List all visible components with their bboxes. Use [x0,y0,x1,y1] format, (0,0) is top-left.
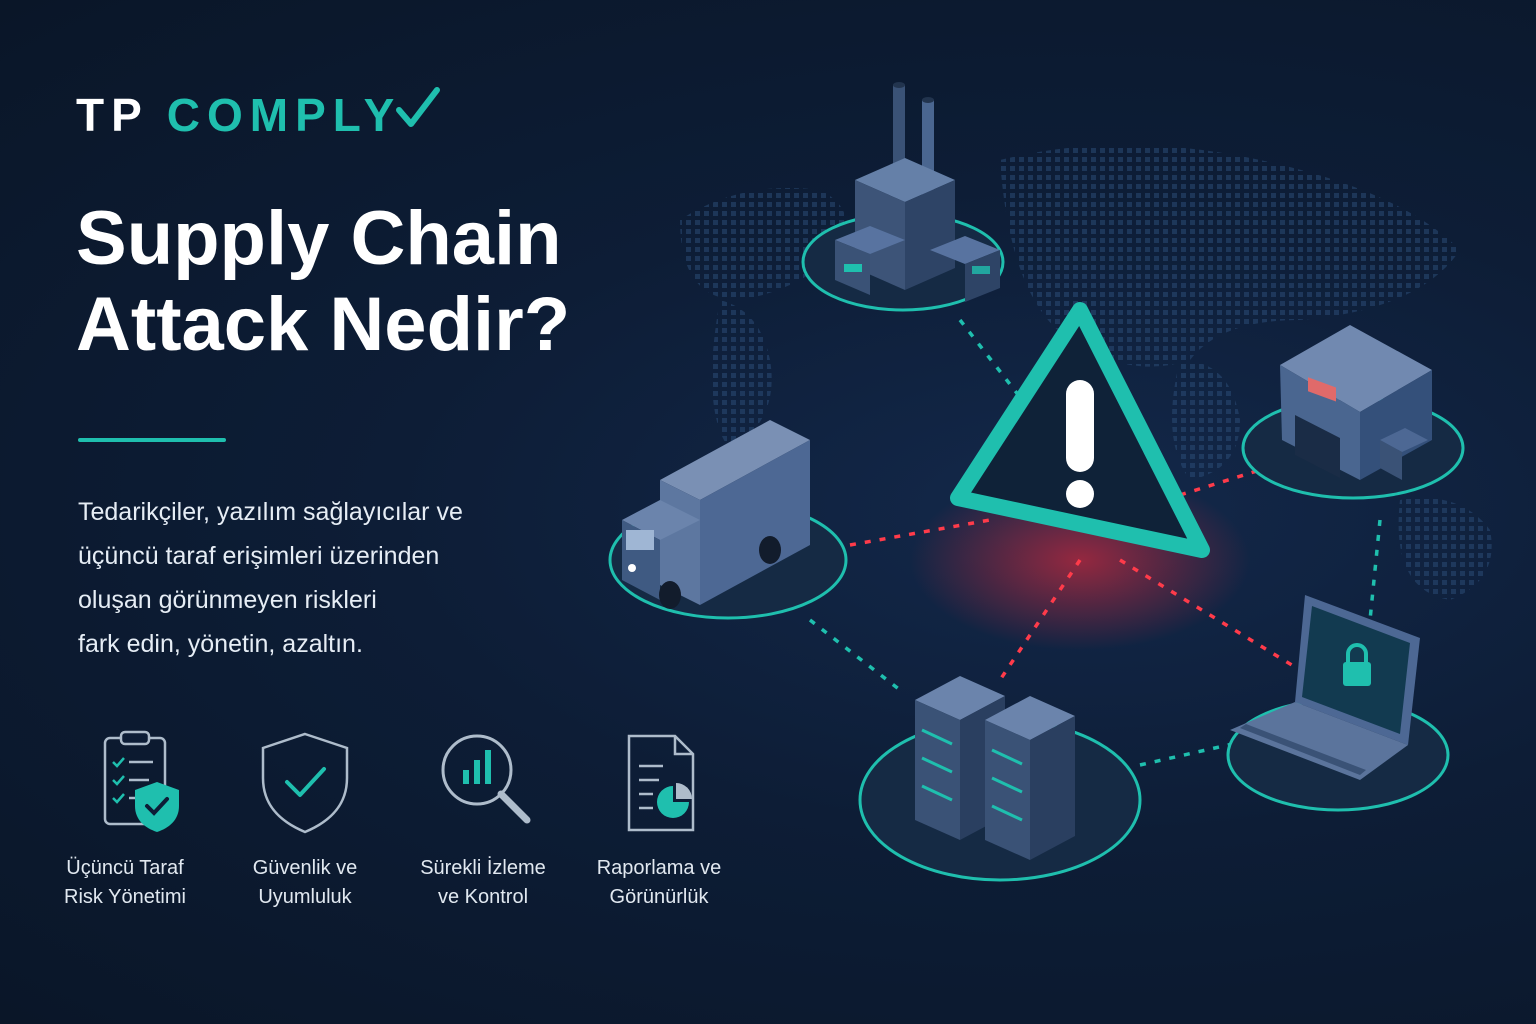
brand-logo-part2: COMPLY [166,89,402,141]
page-title-line2: Attack Nedir? [76,282,571,367]
truck-icon [608,420,848,620]
shield-check-icon [261,732,349,834]
feature-reporting: Raporlama ve Görünürlük [584,726,734,912]
feature-label: Güvenlik ve Uyumluluk [252,857,358,908]
report-document-icon [627,734,695,832]
feature-third-party-risk: Üçüncü Taraf Risk Yönetimi [50,726,200,912]
description-line: oluşan görünmeyen riskleri [78,586,377,614]
page-title: Supply Chain Attack Nedir? [76,196,756,368]
description-line: üçüncü taraf erişimleri üzerinden [78,542,440,570]
feature-list: Üçüncü Taraf Risk Yönetimi Güvenlik ve U… [50,726,770,926]
page-title-line1: Supply Chain [76,196,562,281]
feature-monitoring: Sürekli İzleme ve Kontrol [408,726,558,912]
description-line: Tedarikçiler, yazılım sağlayıcılar ve [78,498,463,526]
description: Tedarikçiler, yazılım sağlayıcılar ve üç… [78,490,558,666]
supply-chain-illustration [608,82,1492,882]
clipboard-shield-icon [103,730,179,832]
factory-icon [801,82,1005,312]
description-line: fark edin, yönetin, azaltın. [78,630,363,658]
feature-label: Raporlama ve Görünürlük [596,857,722,908]
world-map-dots [680,145,1492,600]
brand-checkmark-icon [396,87,441,127]
server-rack-icon [858,676,1142,882]
warehouse-icon [1241,325,1465,500]
warning-triangle-icon [950,302,1210,558]
feature-security-compliance: Güvenlik ve Uyumluluk [230,726,380,912]
feature-label: Üçüncü Taraf Risk Yönetimi [64,857,186,908]
magnifier-chart-icon [441,734,531,824]
brand-logo: TP COMPLY [76,86,441,142]
title-divider [78,438,226,442]
laptop-lock-icon [1226,595,1450,812]
feature-label: Sürekli İzleme ve Kontrol [420,857,546,908]
brand-logo-part1: TP [76,89,149,141]
